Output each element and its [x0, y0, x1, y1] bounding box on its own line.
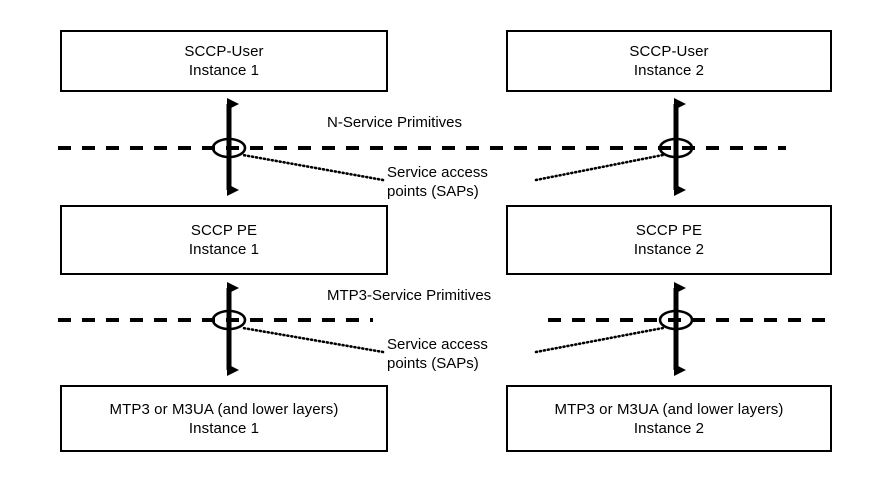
box-subtitle-line: Instance 1 — [188, 419, 260, 437]
sap-label-line-1: Service access — [387, 336, 488, 353]
box-subtitle-line: Instance 1 — [188, 62, 260, 79]
sap-label-line-2: points (SAPs) — [387, 355, 479, 372]
leader-line-lower-to-instance-2 — [534, 326, 665, 354]
box-mtp3-m3ua-instance-1[interactable]: MTP3 or M3UA (and lower layers) Instance… — [60, 385, 388, 452]
box-subtitle-line: Instance 2 — [633, 241, 705, 258]
leader-line-upper-to-instance-1 — [241, 153, 385, 182]
label-service-access-points-upper: Service access points (SAPs) — [387, 163, 488, 201]
leader-line-lower-to-instance-1 — [241, 326, 385, 354]
box-sccp-user-instance-1[interactable]: SCCP-User Instance 1 — [60, 30, 388, 92]
box-subtitle-line: Instance 2 — [633, 419, 705, 437]
sap-marker-lower-instance-2 — [658, 309, 694, 331]
box-title-line: MTP3 or M3UA (and lower layers) — [109, 400, 339, 418]
box-title-line: SCCP PE — [190, 222, 258, 239]
label-service-access-points-lower: Service access points (SAPs) — [387, 335, 488, 373]
sap-marker-upper-instance-1 — [211, 137, 247, 159]
box-sccp-pe-instance-1[interactable]: SCCP PE Instance 1 — [60, 205, 388, 275]
box-subtitle-line: Instance 2 — [633, 62, 705, 79]
label-mtp3-service-primitives: MTP3-Service Primitives — [327, 286, 492, 305]
box-title-line: SCCP PE — [635, 222, 703, 239]
box-sccp-pe-instance-2[interactable]: SCCP PE Instance 2 — [506, 205, 832, 275]
box-sccp-user-instance-2[interactable]: SCCP-User Instance 2 — [506, 30, 832, 92]
box-subtitle-line: Instance 1 — [188, 241, 260, 258]
sap-marker-lower-instance-1 — [211, 309, 247, 331]
label-n-service-primitives: N-Service Primitives — [327, 113, 463, 132]
sap-label-line-1: Service access — [387, 164, 488, 181]
box-mtp3-m3ua-instance-2[interactable]: MTP3 or M3UA (and lower layers) Instance… — [506, 385, 832, 452]
leader-line-upper-to-instance-2 — [534, 153, 665, 182]
sap-label-line-2: points (SAPs) — [387, 183, 479, 200]
box-title-line: SCCP-User — [629, 43, 709, 60]
box-title-line: SCCP-User — [184, 43, 264, 60]
box-title-line: MTP3 or M3UA (and lower layers) — [554, 400, 784, 418]
sap-marker-upper-instance-2 — [658, 137, 694, 159]
